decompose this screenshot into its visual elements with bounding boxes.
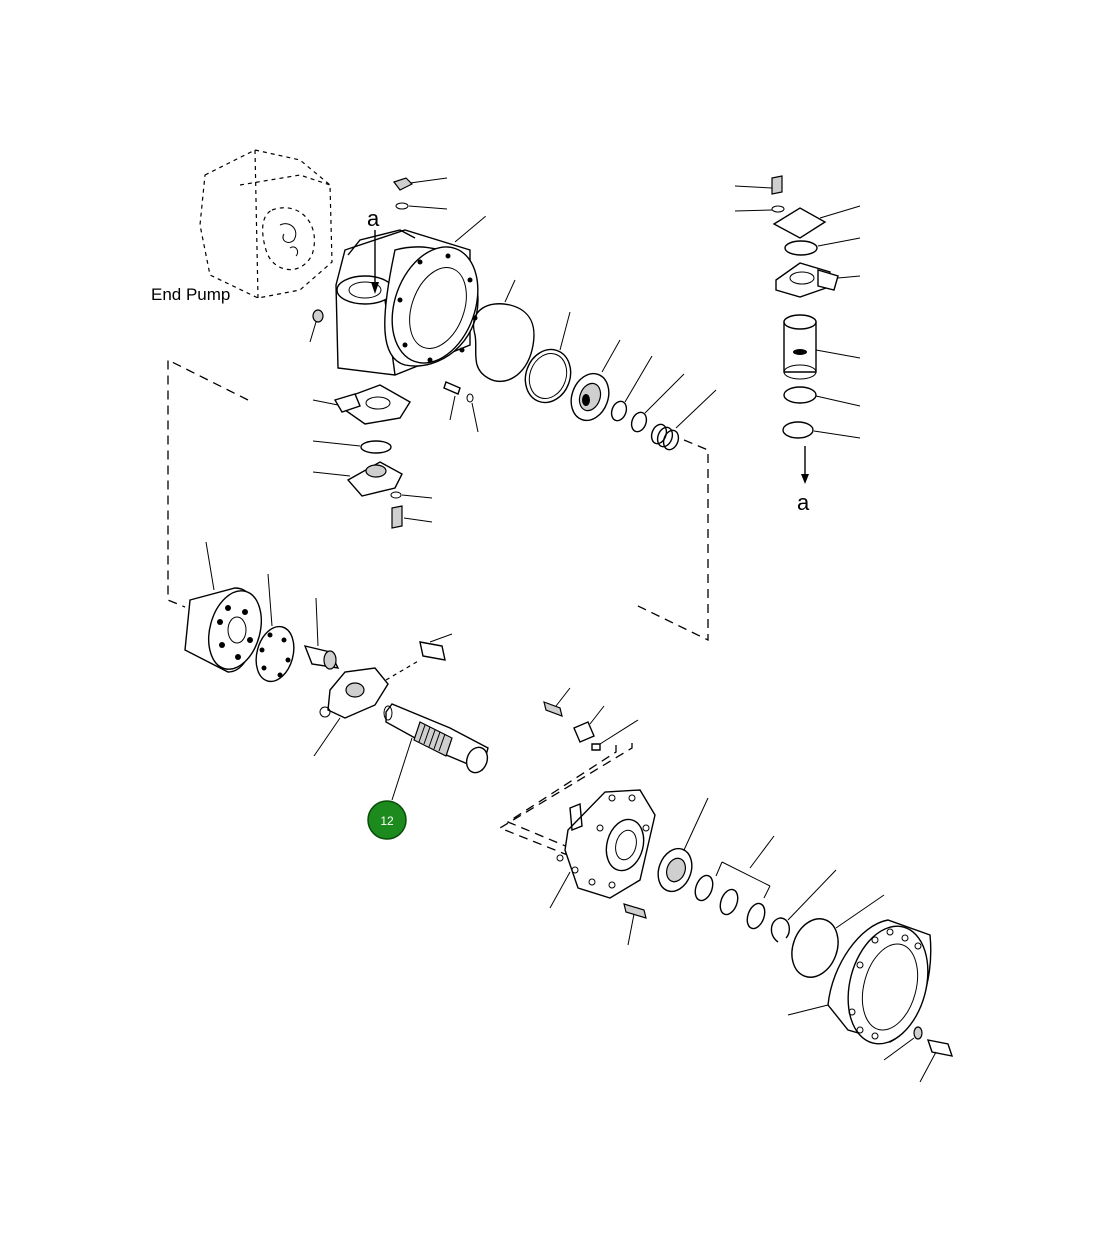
end-pump-phantom xyxy=(199,149,333,299)
end-pump-label: End Pump xyxy=(151,285,230,304)
ref-arrow-a: a xyxy=(797,446,810,515)
end-cap-bolt xyxy=(919,1039,954,1083)
small-pin xyxy=(591,719,639,751)
cover-plate xyxy=(772,205,861,239)
cylinder-block xyxy=(184,541,262,673)
end-o-ring xyxy=(791,894,885,978)
retaining-ring xyxy=(770,869,837,943)
callout-12-label: 12 xyxy=(380,814,394,828)
dowel-pin xyxy=(443,381,479,433)
ref-label-a-bottom: a xyxy=(797,490,810,515)
flange-o-ring xyxy=(312,440,392,454)
seal-set xyxy=(694,835,775,930)
retainer-plate xyxy=(255,573,295,683)
key-block xyxy=(385,633,453,681)
piston xyxy=(303,597,340,670)
shim-1 xyxy=(783,386,861,407)
cover-o-ring xyxy=(784,237,861,256)
spring-pack xyxy=(650,389,717,451)
callout-12[interactable]: 12 xyxy=(367,800,407,840)
snap-ring-2 xyxy=(630,373,685,433)
small-bolt-1 xyxy=(543,687,571,717)
flange-upper xyxy=(312,384,411,425)
main-housing: a xyxy=(335,206,479,376)
flange-lower xyxy=(312,461,403,497)
cover-bolt xyxy=(734,175,785,213)
shim-2 xyxy=(782,421,861,439)
end-bolt xyxy=(623,903,647,946)
pilot-flange xyxy=(775,262,861,298)
snap-ring-1 xyxy=(610,355,653,422)
side-plug xyxy=(309,309,324,343)
end-housing xyxy=(787,919,932,1045)
bearing xyxy=(657,797,709,893)
callout-12-marker[interactable] xyxy=(367,800,407,840)
spool-sleeve xyxy=(783,314,861,380)
flange-bolt xyxy=(390,491,433,529)
end-cover-plate xyxy=(549,789,656,909)
valve-plate xyxy=(570,339,621,422)
drive-shaft xyxy=(383,703,489,801)
ref-label-a-top: a xyxy=(367,206,380,231)
housing-gasket xyxy=(472,279,535,383)
o-ring-large xyxy=(524,311,572,404)
top-bolt xyxy=(393,177,448,210)
small-block xyxy=(573,705,605,743)
swashplate xyxy=(313,667,389,757)
end-washer xyxy=(883,1026,923,1061)
